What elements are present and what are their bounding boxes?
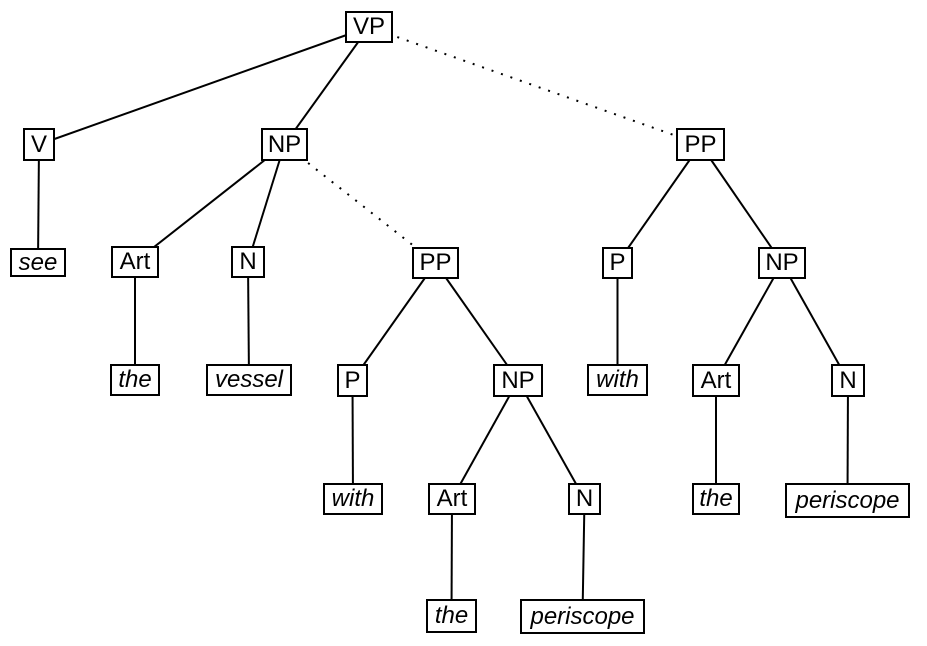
tree-node-label: V [30,130,47,158]
tree-node-see: see [10,248,66,277]
tree-node-label: Art [700,366,732,394]
tree-edge-n2-periscope2 [581,498,586,617]
tree-node-periscope2: periscope [520,599,645,634]
tree-node-np2: NP [493,364,543,397]
tree-node-p3: P [602,247,633,279]
tree-node-art2: Art [428,483,476,515]
tree-node-label: the [699,485,733,512]
tree-node-pp3: PP [676,128,725,161]
tree-node-label: periscope [530,602,635,630]
tree-node-the2: the [426,599,477,633]
tree-node-n2: N [568,483,601,515]
tree-node-art3: Art [692,364,740,397]
tree-edge-np3-n3 [781,262,849,381]
tree-node-label: N [839,366,857,394]
tree-edge-art2-the2 [450,498,453,617]
tree-node-vp: VP [345,11,393,43]
tree-node-vessel: vessel [206,364,292,396]
tree-node-label: NP [267,130,302,158]
tree-edge-pp3-np3 [699,143,783,264]
tree-edge-np3-art3 [715,262,783,381]
tree-edge-p2-with2 [351,380,354,500]
tree-edge-v-see [37,144,40,263]
tree-node-with2: with [323,483,383,515]
tree-edge-vp-np1 [283,26,370,146]
tree-edge-np1-pp2-dotted [283,143,437,264]
tree-node-label: NP [501,366,535,394]
tree-node-v: V [23,128,55,161]
tree-edge-pp2-p2 [351,262,437,382]
tree-node-np3: NP [758,247,806,279]
tree-node-with3: with [587,364,648,396]
tree-node-label: PP [684,130,717,158]
tree-node-label: P [344,366,361,394]
tree-edge-np2-n2 [517,380,586,500]
tree-node-label: with [331,485,375,512]
tree-edge-vp-v [38,26,370,146]
tree-edge-np1-n1 [247,144,286,263]
tree-node-n1: N [231,246,265,278]
tree-node-label: NP [765,249,799,276]
tree-node-label: with [596,366,639,393]
tree-edge-n1-vessel [247,261,250,381]
tree-node-label: N [239,248,257,275]
tree-node-label: N [575,485,594,512]
tree-node-label: the [118,366,152,393]
tree-edge-pp3-p3 [616,143,702,264]
tree-edge-np1-art1 [134,143,286,263]
tree-node-label: P [609,249,626,276]
tree-node-label: VP [352,13,385,40]
tree-edge-vp-pp3-dotted [368,26,701,146]
tree-node-the3: the [692,483,740,515]
tree-node-n3: N [831,364,865,397]
tree-node-art1: Art [111,246,159,278]
tree-node-label: Art [436,485,468,512]
tree-node-pp2: PP [412,247,459,279]
tree-node-label: the [434,602,469,629]
tree-node-np1: NP [261,128,308,161]
tree-edge-np2-art2 [451,380,519,500]
tree-node-label: PP [419,249,452,276]
tree-node-label: vessel [214,366,284,393]
tree-edge-pp2-np2 [434,262,519,382]
tree-node-label: see [18,248,58,276]
tree-node-the1: the [110,364,160,396]
tree-node-label: periscope [795,486,900,514]
tree-node-p2: P [337,364,368,397]
tree-node-label: Art [119,248,151,275]
tree-edge-n3-periscope3 [846,380,849,501]
tree-node-periscope3: periscope [785,483,910,518]
